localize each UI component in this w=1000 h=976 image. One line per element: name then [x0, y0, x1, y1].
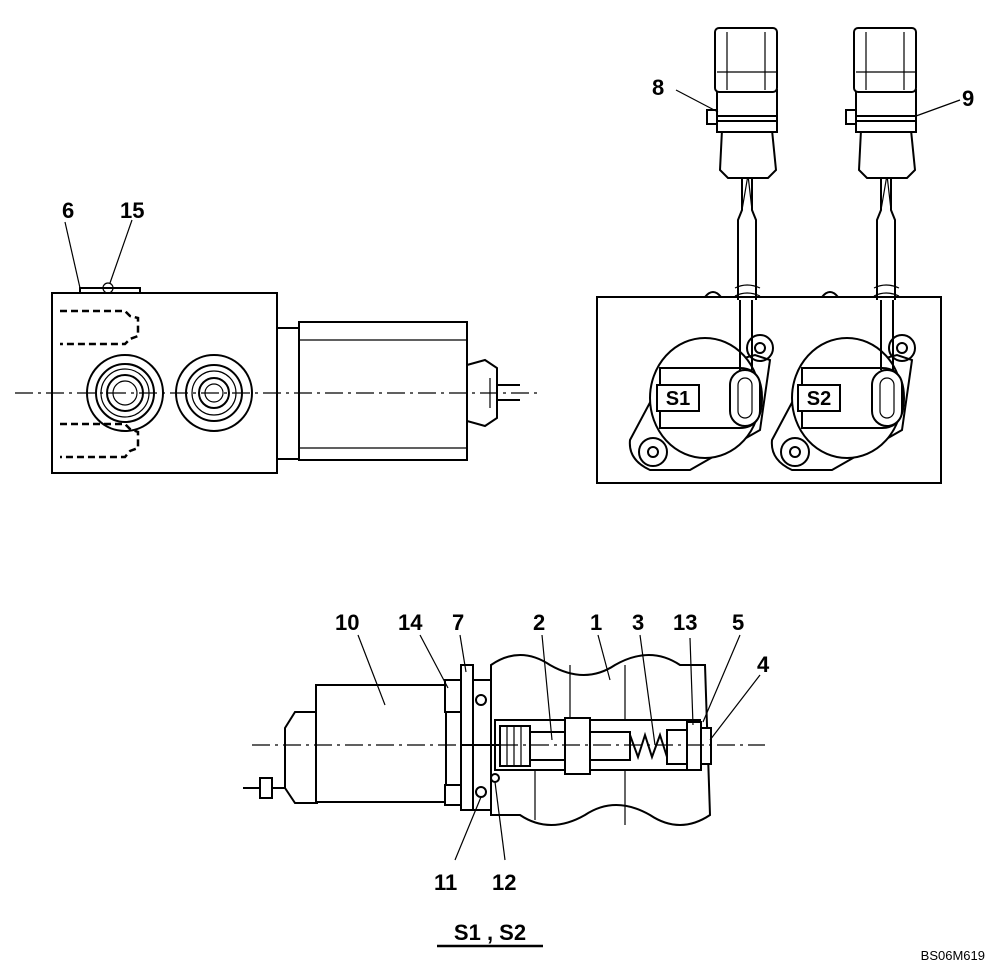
callout-4: 4 — [757, 652, 770, 677]
top-view: S1 S2 — [596, 27, 961, 484]
view-caption: S1 , S2 — [454, 920, 526, 945]
callout-7: 7 — [452, 610, 464, 635]
callout-6: 6 — [62, 198, 74, 223]
section-view — [243, 634, 765, 861]
callout-15: 15 — [120, 198, 144, 223]
callout-14: 14 — [398, 610, 423, 635]
s1-tag-box — [656, 384, 700, 412]
drawing-reference: BS06M619 — [921, 948, 985, 963]
s2-tag: S2 — [807, 388, 831, 410]
callout-9: 9 — [962, 86, 974, 111]
callout-5: 5 — [732, 610, 744, 635]
callout-10: 10 — [335, 610, 359, 635]
s2-tag-box — [797, 384, 841, 412]
callout-2: 2 — [533, 610, 545, 635]
callout-12: 12 — [492, 870, 516, 895]
callout-3: 3 — [632, 610, 644, 635]
callout-13: 13 — [673, 610, 697, 635]
callout-1: 1 — [590, 610, 602, 635]
side-view — [15, 219, 540, 474]
callout-8: 8 — [652, 75, 664, 100]
callout-11: 11 — [434, 870, 457, 895]
s1-tag: S1 — [666, 388, 690, 410]
